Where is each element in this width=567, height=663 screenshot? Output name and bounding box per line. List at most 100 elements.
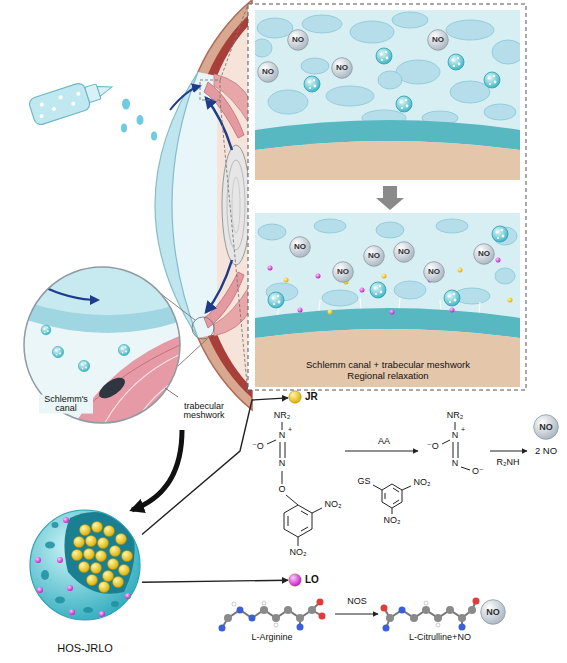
zoom-guide bbox=[178, 339, 207, 366]
meshwork-after bbox=[316, 274, 321, 279]
citrulline-model bbox=[424, 601, 428, 605]
bubble-outline bbox=[332, 58, 353, 79]
hollow-silica-sphere bbox=[80, 525, 91, 536]
hollow-silica-sphere bbox=[67, 585, 73, 591]
hollow-silica-sphere bbox=[84, 549, 95, 560]
hollow-silica-sphere bbox=[35, 557, 41, 563]
eye-drop-bottle bbox=[76, 91, 81, 96]
arginine-model bbox=[219, 625, 226, 632]
hollow-silica-sphere bbox=[98, 538, 109, 549]
meshwork-after bbox=[436, 219, 468, 233]
no-bubble: NO bbox=[393, 241, 415, 263]
bubble-outline bbox=[288, 30, 309, 51]
citrulline-model bbox=[436, 623, 440, 627]
meshwork-after bbox=[376, 222, 404, 238]
node-text: JR bbox=[305, 391, 318, 403]
hollow-silica-sphere bbox=[111, 601, 119, 607]
hollow-silica-sphere bbox=[86, 536, 97, 547]
product-label: 2 NO bbox=[534, 446, 558, 456]
bubble-outline bbox=[364, 246, 385, 267]
release-arrow bbox=[142, 580, 288, 582]
meshwork-after bbox=[268, 292, 284, 308]
reagent-label: AA bbox=[377, 437, 391, 446]
meshwork-before bbox=[350, 21, 394, 43]
chemical-bonds bbox=[284, 505, 312, 537]
meshwork-after bbox=[382, 274, 387, 279]
node-text: NO bbox=[337, 267, 349, 276]
sphere-outline bbox=[30, 510, 140, 620]
chemical-bonds bbox=[301, 527, 308, 531]
no-bubble: NO bbox=[363, 245, 385, 267]
chemical-bonds bbox=[282, 422, 283, 430]
ball-shape bbox=[289, 574, 301, 586]
node-text: NO bbox=[262, 67, 274, 76]
citrulline-model bbox=[459, 624, 466, 631]
node-text: NO bbox=[432, 35, 444, 44]
citrulline-model bbox=[458, 614, 466, 622]
chemical-bonds bbox=[301, 511, 308, 515]
hollow-silica-sphere bbox=[72, 550, 83, 561]
reaction-arrow bbox=[335, 613, 378, 614]
magnified-angle bbox=[20, 262, 190, 432]
hollow-silica-sphere bbox=[69, 609, 75, 615]
zoom-guide bbox=[220, 100, 248, 394]
no-bubble: NO bbox=[480, 599, 506, 625]
hollow-silica-sphere bbox=[45, 542, 55, 549]
eye-drop-bottle bbox=[58, 95, 63, 100]
meshwork-after bbox=[284, 278, 289, 283]
chemical-bonds bbox=[280, 442, 281, 458]
meshwork-after bbox=[394, 281, 426, 299]
bubble-outline bbox=[474, 244, 495, 265]
eye-drops bbox=[121, 124, 127, 133]
no-bubble: NO bbox=[287, 29, 309, 51]
meshwork-after bbox=[458, 268, 463, 273]
sphere-outline bbox=[28, 508, 142, 622]
no-bubble: NO bbox=[427, 29, 449, 51]
hollow-silica-sphere bbox=[104, 526, 115, 537]
meshwork-after bbox=[370, 282, 386, 298]
atom-label: NR₂ bbox=[273, 411, 292, 420]
atom-label: NR₂ bbox=[446, 411, 465, 420]
meshwork-before bbox=[255, 39, 272, 57]
hollow-silica-sphere bbox=[41, 570, 49, 580]
magnified-angle bbox=[20, 262, 190, 432]
atom-label: ⁻O bbox=[426, 442, 440, 451]
node-text: LO bbox=[305, 574, 319, 586]
eye-drop-bottle bbox=[28, 74, 117, 127]
arginine-model bbox=[237, 607, 244, 614]
meshwork-before bbox=[302, 15, 342, 33]
meshwork-before bbox=[378, 71, 402, 89]
eye-cross-section bbox=[232, 177, 240, 233]
eye-drops bbox=[121, 99, 157, 141]
meshwork-before bbox=[448, 54, 464, 70]
no-bubble: NO bbox=[289, 236, 311, 258]
meshwork-after bbox=[268, 266, 273, 271]
citrulline-model bbox=[386, 614, 394, 622]
atom-label: NO₂ bbox=[324, 500, 343, 509]
atom-label: NO₂ bbox=[383, 516, 402, 525]
node-text: NO bbox=[539, 422, 553, 432]
hollow-silica-sphere bbox=[35, 517, 131, 617]
meshwork-before bbox=[484, 72, 500, 88]
bubble-outline bbox=[481, 600, 506, 625]
node-text: NO bbox=[486, 607, 500, 617]
magnifier-ring bbox=[24, 267, 180, 423]
hollow-silica-sphere bbox=[64, 512, 134, 594]
arginine-model bbox=[272, 614, 280, 622]
no-bubble: NO bbox=[533, 414, 559, 440]
zoom-arrow bbox=[132, 430, 182, 510]
meshwork-after bbox=[450, 308, 455, 313]
zoom-guide bbox=[192, 317, 214, 339]
meshwork-before bbox=[255, 141, 520, 180]
chemical-bonds bbox=[285, 442, 286, 458]
eye-drop-bottle bbox=[28, 82, 92, 127]
atom-label: O⁻ bbox=[471, 467, 485, 476]
node-text: Regional relaxation bbox=[344, 371, 431, 382]
reaction-arrow bbox=[490, 450, 527, 451]
enzyme-label: NOS bbox=[346, 597, 368, 606]
hollow-silica-sphere bbox=[113, 577, 124, 588]
meshwork-before bbox=[450, 81, 490, 103]
